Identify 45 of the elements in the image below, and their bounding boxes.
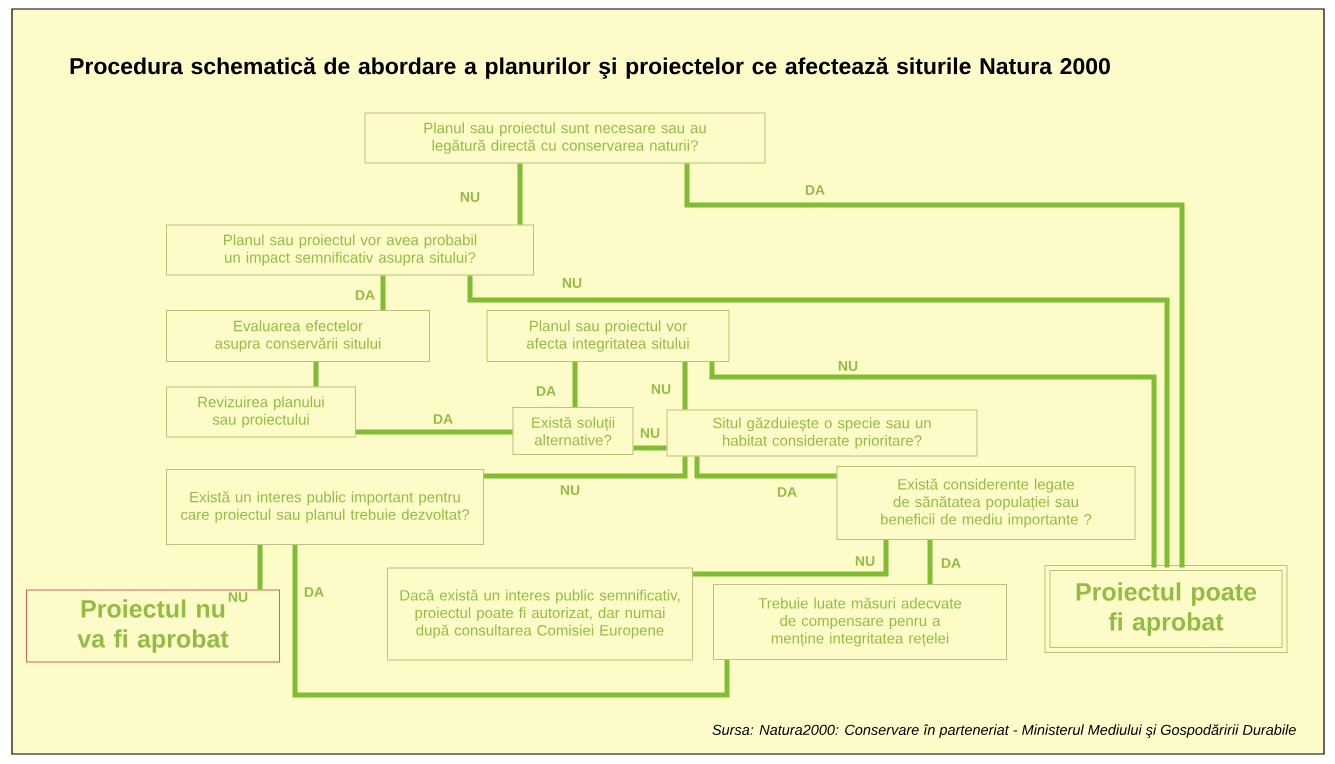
flowchart-box: Există un interes public important pentru care proiectul sau planul trebuie dezvoltat? — [166, 469, 484, 545]
flowchart-box: Planul sau proiectul vor avea probabil un impact semnificativ asupra sitului? — [166, 224, 534, 276]
edge-label: NU — [558, 484, 582, 496]
connector-line — [517, 163, 523, 225]
flowchart-box: Planul sau proiectul vor afecta integritatea sitului — [486, 310, 730, 362]
connector-line — [356, 429, 513, 435]
flowchart-box: Revizuirea planului sau proiectului — [166, 386, 356, 438]
edge-label: NU — [560, 277, 584, 289]
connector-line — [484, 456, 688, 479]
edge-label: DA — [775, 486, 799, 498]
edge-label: NU — [226, 591, 250, 603]
connector-line — [257, 545, 263, 590]
edge-label: DA — [939, 557, 963, 569]
edge-label: DA — [534, 385, 558, 397]
flowchart-box: Dacă există un interes public semnificativ, proiectul poate fi autorizat, dar numai după consultarea Comisiei Europene — [387, 567, 693, 661]
flowchart-box: Există considerente legate de sănătatea populației sau beneficii de mediu importante ? — [836, 466, 1136, 540]
outcome-box: Proiectul poate fi aprobat — [1044, 565, 1288, 653]
edge-label: NU — [649, 383, 673, 395]
connector-line — [292, 545, 730, 698]
connector-line — [709, 362, 1157, 568]
connector-line — [633, 445, 667, 451]
edge-label: NU — [836, 360, 860, 372]
connector-line — [313, 362, 319, 387]
flowchart-box: Există soluții alternative? — [512, 407, 634, 455]
flowchart-box: Evaluarea efectelor asupra conservării sitului — [166, 310, 430, 362]
connector-line — [684, 163, 1185, 568]
edge-label: DA — [302, 586, 326, 598]
connector-line — [694, 456, 837, 479]
connector-line — [682, 362, 688, 410]
title: Procedura schematică de abordare a planurilor şi proiectelor ce afectează siturile Natura 2000 — [70, 57, 1110, 79]
edge-label: NU — [853, 555, 877, 567]
connector-line — [380, 275, 386, 310]
flowchart-box: Planul sau proiectul sunt necesare sau au legătură directă cu conservarea naturii? — [364, 112, 766, 164]
connector-line — [693, 540, 889, 577]
edge-label: NU — [458, 191, 482, 203]
edge-label: NU — [638, 427, 662, 439]
edge-label: DA — [803, 184, 827, 196]
caption: Sursa: Natura2000: Conservare în parteneriat - Ministerul Mediului şi Gospodăririi Durabile — [712, 724, 1296, 738]
flowchart-box: Situl găzduieşte o specie sau un habitat considerate prioritare? — [666, 409, 978, 457]
edge-label: DA — [353, 289, 377, 301]
connector-line — [572, 362, 578, 407]
connector-line — [467, 275, 1170, 568]
edge-label: DA — [431, 413, 455, 425]
connector-line — [927, 540, 933, 584]
flowchart-box: Trebuie luate măsuri adecvate de compensare penru a menține integritatea rețelei — [713, 584, 1007, 660]
